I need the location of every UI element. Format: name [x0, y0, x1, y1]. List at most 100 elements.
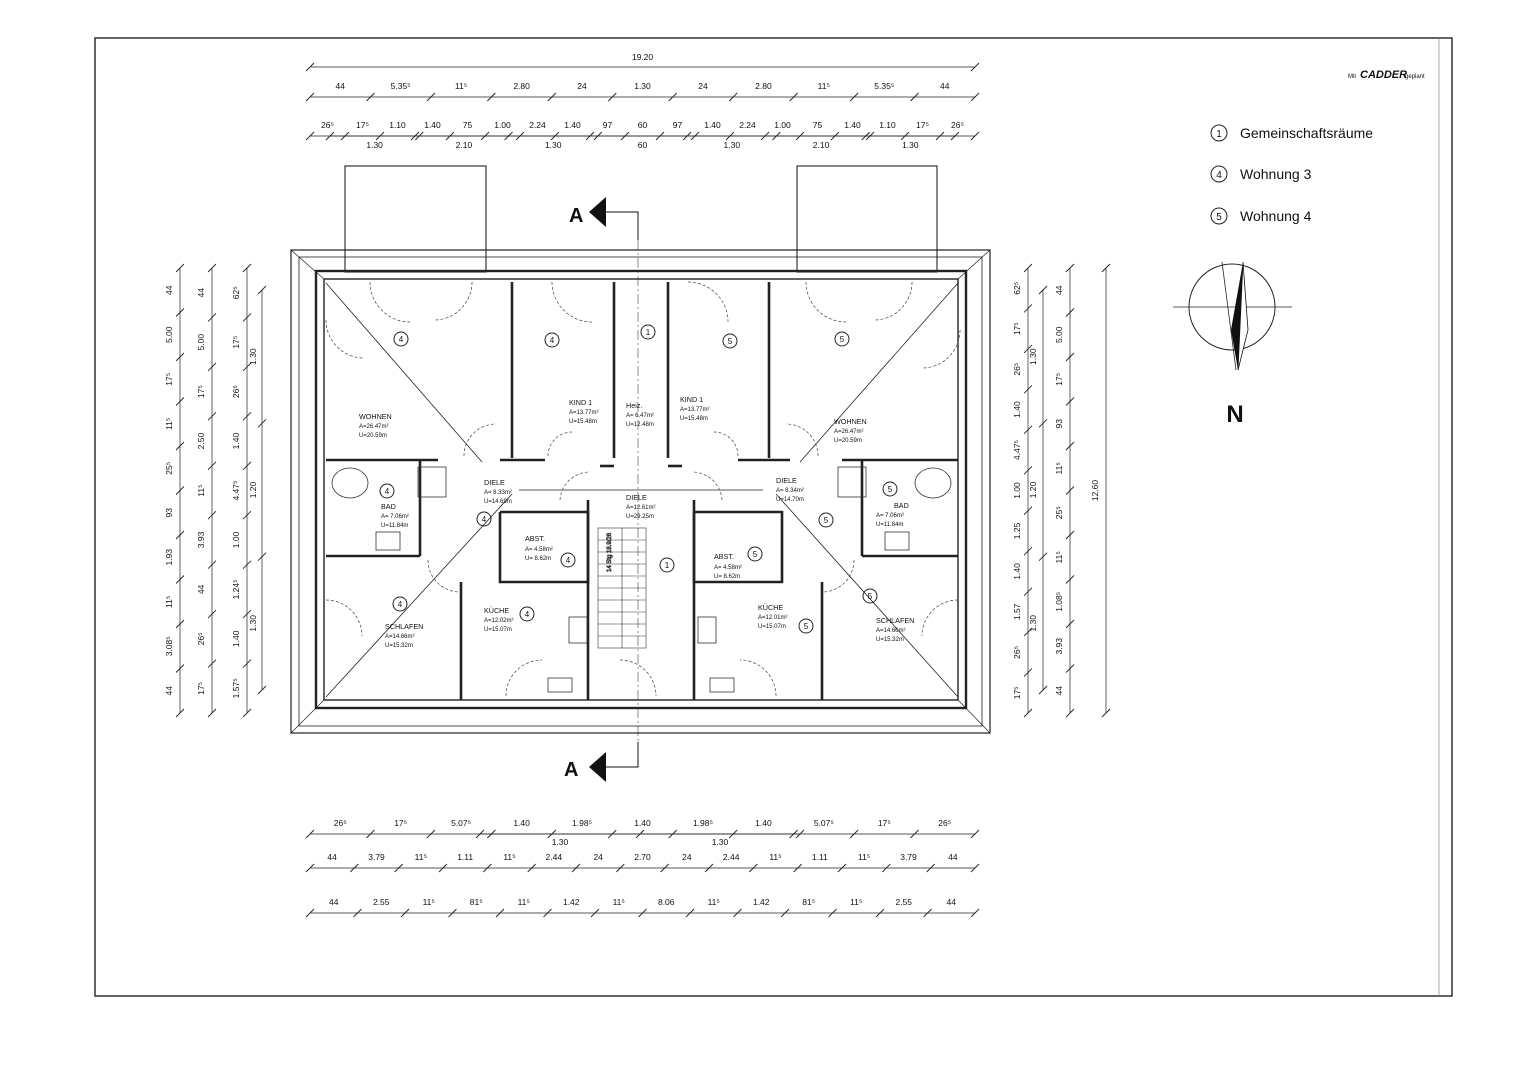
- svg-text:A= 8.34m²: A= 8.34m²: [776, 488, 804, 494]
- interior-walls: [326, 282, 958, 700]
- tag-number: 4: [566, 556, 571, 565]
- tag-number: 4: [398, 600, 403, 609]
- svg-text:U=11.84m: U=11.84m: [876, 522, 903, 528]
- dimension-label: 2.10: [813, 140, 830, 150]
- dimension-label: 1.40: [1012, 401, 1022, 418]
- section-marker-top: A: [569, 197, 639, 240]
- svg-text:A= 8.33m²: A= 8.33m²: [484, 490, 512, 496]
- dimension-label: 26⁵: [321, 120, 334, 130]
- dimension-label: 1.30: [545, 140, 562, 150]
- dimension-label: 11⁵: [613, 897, 625, 907]
- dimension-label: 81⁵: [470, 897, 483, 907]
- dimension-label: 2.80: [755, 81, 772, 91]
- legend-item: 1 Gemeinschaftsräume: [1210, 124, 1373, 142]
- dimension-label: 17⁵: [1054, 373, 1064, 386]
- svg-text:A=13.77m²: A=13.77m²: [569, 410, 599, 416]
- dimension-label: 11⁵: [518, 897, 530, 907]
- dimension-label: 17⁵: [394, 818, 407, 828]
- dimension-label: 1.10: [389, 120, 406, 130]
- balcony-right: [796, 165, 938, 273]
- dimension-label: 44: [940, 81, 950, 91]
- dimension-label: 2.10: [456, 140, 473, 150]
- north-compass-icon: N: [1173, 261, 1292, 428]
- dimension-label: 1.11: [812, 852, 828, 862]
- svg-text:U=15.07m: U=15.07m: [758, 624, 786, 630]
- legend-item: 4 Wohnung 3: [1210, 165, 1312, 183]
- dimension-label: 1.30: [724, 140, 741, 150]
- svg-text:ABST.: ABST.: [714, 552, 734, 561]
- dimension-label: 2.55: [895, 897, 912, 907]
- dimension-label: 8.06: [658, 897, 675, 907]
- svg-text:A=12.02m²: A=12.02m²: [484, 618, 514, 624]
- dimension-label: 44: [335, 81, 345, 91]
- dimension-label: 12.60: [1090, 480, 1100, 502]
- dimension-label: 1.00: [1012, 482, 1022, 499]
- tag-number: 5: [753, 550, 758, 559]
- staircase: 14 Stg 18.9/26: [597, 527, 647, 649]
- tag-number: 5: [868, 592, 873, 601]
- dimension-label: 19.20: [632, 52, 654, 62]
- dimension-label: 1.30: [366, 140, 383, 150]
- dimension-label: 2.24: [529, 120, 546, 130]
- tag-number: 4: [525, 610, 530, 619]
- tag-number: 1: [665, 561, 670, 570]
- dimension-label: 25⁵: [164, 462, 174, 475]
- dimension-label: 75: [813, 120, 823, 130]
- tag-number: 4: [399, 335, 404, 344]
- dimension-label: 1.57: [1012, 603, 1022, 620]
- dimension-label: 3.79: [368, 852, 385, 862]
- dimension-label: 1.40: [424, 120, 441, 130]
- svg-text:KIND 1: KIND 1: [569, 398, 592, 407]
- tag-number: 5: [728, 337, 733, 346]
- dimension-label: 11⁵: [455, 81, 467, 91]
- dimension-label: 2.50: [196, 433, 206, 450]
- svg-text:A=26.47m²: A=26.47m²: [359, 424, 389, 430]
- balcony-left: [344, 165, 487, 273]
- svg-text:5: 5: [1216, 212, 1222, 223]
- tag-number: 5: [824, 516, 829, 525]
- svg-text:Heiz.: Heiz.: [626, 401, 642, 410]
- dimension-label: 1.20: [248, 481, 258, 498]
- svg-text:U=12.48m: U=12.48m: [626, 422, 654, 428]
- sanitary-fixtures: [331, 466, 952, 693]
- tag-number: 4: [482, 515, 487, 524]
- room-heiz: Heiz. A= 6.47m² U=12.48m: [626, 401, 654, 428]
- room-abst-left: ABST. A= 4.58m² U= 8.62m: [525, 534, 553, 562]
- building-outline: [290, 249, 991, 734]
- room-diele-center: DIELE A=12.61m² U=29.25m: [626, 493, 656, 520]
- dimension-label: 26⁵: [196, 632, 206, 645]
- svg-text:U=11.84m: U=11.84m: [381, 523, 408, 529]
- dimension-label: 1.30: [552, 837, 569, 847]
- dimension-label: 75: [463, 120, 473, 130]
- dimension-label: 26⁵: [951, 120, 964, 130]
- svg-text:DIELE: DIELE: [776, 476, 797, 485]
- dimension-label: 44: [948, 852, 958, 862]
- dimension-label: 1.08⁵: [1054, 592, 1064, 612]
- dimension-label: 1.42: [753, 897, 770, 907]
- dimension-label: 11⁵: [1054, 551, 1064, 563]
- dimension-label: 1.40: [1012, 563, 1022, 580]
- dimension-label: 1.40: [755, 818, 772, 828]
- room-wohnen-left: WOHNEN A=26.47m² U=20.59m: [359, 412, 392, 439]
- dim-right-col4: 12.60: [1090, 263, 1111, 718]
- dimension-label: 24: [698, 81, 708, 91]
- dimension-label: 11⁵: [164, 418, 174, 430]
- cadder-logo: Mit CADDER geplant: [1348, 69, 1425, 81]
- sheet-frame: [94, 37, 1453, 997]
- dimension-label: 11⁵: [708, 897, 720, 907]
- dimension-label: 5.35⁵: [874, 81, 894, 91]
- dimension-label: 1.11: [457, 852, 473, 862]
- svg-text:WOHNEN: WOHNEN: [834, 417, 867, 426]
- dimension-label: 5.00: [196, 334, 206, 351]
- dimension-label: 1.40: [513, 818, 530, 828]
- svg-text:A= 6.47m²: A= 6.47m²: [626, 413, 654, 419]
